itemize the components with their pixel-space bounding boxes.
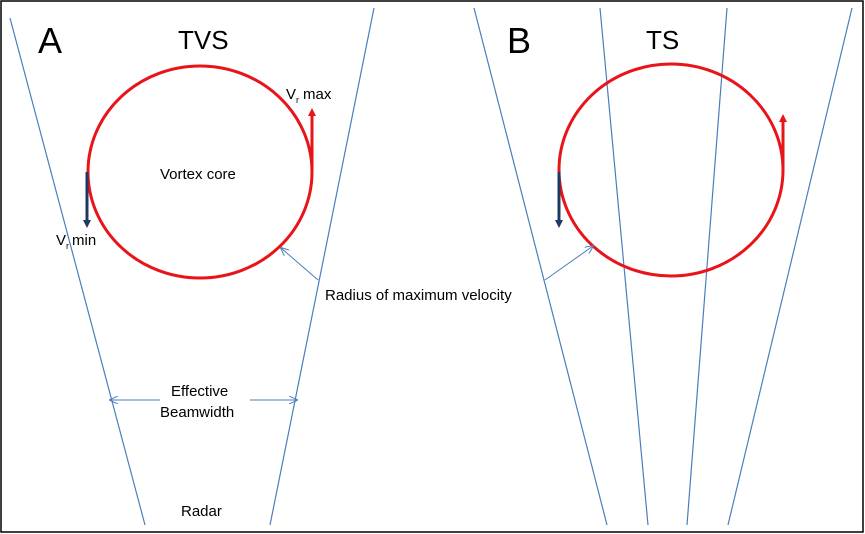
radius-pointer-a (281, 248, 319, 281)
radar-label: Radar (181, 503, 222, 520)
vortex-circle-b (557, 62, 785, 278)
beam-a-left-edge (9, 17, 146, 526)
beamwidth-label-line1: Effective (171, 383, 228, 400)
beam-b-inner-right (686, 7, 728, 526)
beam-b-outer-right (727, 7, 853, 526)
panel-b-title: TS (646, 25, 679, 55)
panel-a-title: TVS (178, 25, 229, 55)
panel-b-letter: B (507, 20, 531, 61)
vortex-core-label: Vortex core (160, 166, 236, 183)
radius-pointer-b (544, 246, 593, 281)
beamwidth-label-line2: Beamwidth (160, 404, 234, 421)
beam-a-right-edge (269, 7, 375, 526)
radius-label: Radius of maximum velocity (325, 287, 512, 304)
beam-b-outer-left (473, 7, 608, 526)
panel-a-letter: A (38, 20, 62, 61)
